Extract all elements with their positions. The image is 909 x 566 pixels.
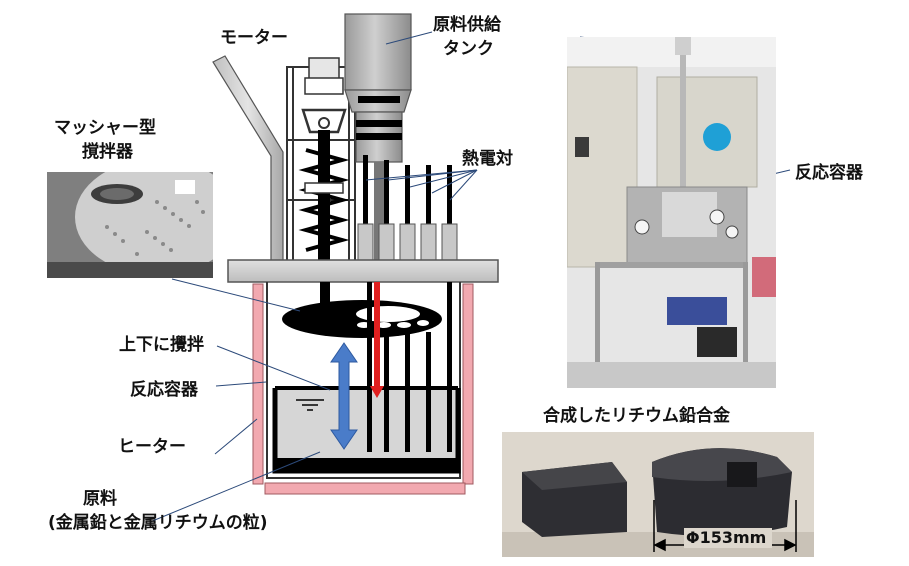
motor-label: モーター <box>220 28 288 48</box>
heater <box>252 283 474 495</box>
lid-plate <box>227 259 499 283</box>
tank-label-line1: 原料供給 <box>433 15 501 35</box>
diameter-label: Φ153mm <box>686 528 767 547</box>
reactor-vessel-label: 反応容器 <box>130 380 198 400</box>
feed-tank <box>344 13 412 262</box>
thermocouple-label: 熱電対 <box>462 149 513 169</box>
vessel-wall <box>266 282 461 479</box>
material-label-line1: 原料 <box>83 489 117 509</box>
motor <box>301 57 347 134</box>
stirrer-shaft <box>320 282 330 310</box>
double-arrow-vertical-icon <box>330 342 358 450</box>
heater-label: ヒーター <box>118 437 186 457</box>
masher-disc <box>282 300 442 338</box>
masher-label-line1: マッシャー型 <box>54 118 156 138</box>
stir-label: 上下に攪拌 <box>119 335 204 355</box>
alloy-title: 合成したリチウム鉛合金 <box>543 406 730 426</box>
masher-stirrer-photo <box>47 172 213 278</box>
thermocouples <box>357 155 458 263</box>
liquid-level-icon <box>296 399 324 411</box>
masher-label-line2: 撹拌器 <box>82 142 133 162</box>
diameter-label-bg <box>684 528 772 548</box>
thermocouple-probes <box>367 282 452 452</box>
feed-rod-red <box>370 282 384 398</box>
material-label-line2: (金属鉛と金属リチウムの粒) <box>48 513 268 533</box>
reactor-photo-label: 反応容器 <box>795 163 863 183</box>
bellows <box>298 130 350 262</box>
tank-label-line2: タンク <box>443 39 494 59</box>
reactor-photo <box>567 37 776 388</box>
